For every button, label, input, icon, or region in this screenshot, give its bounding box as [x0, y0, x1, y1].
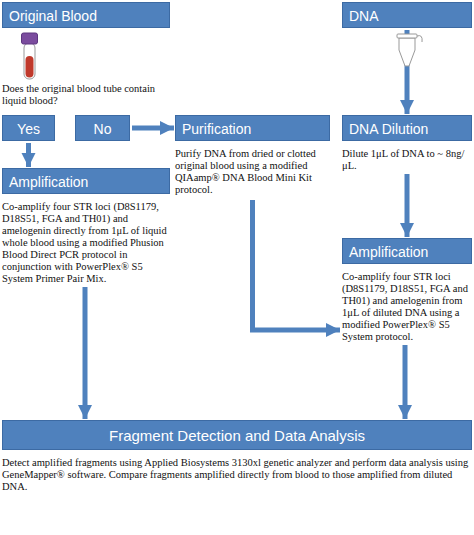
- box-heading: Original Blood: [2, 2, 170, 28]
- decision-box: No: [75, 115, 130, 141]
- flow-arrow: [405, 174, 410, 237]
- decision-box: Yes: [2, 115, 55, 141]
- box-heading: No: [75, 115, 130, 141]
- box-heading: Amplification: [2, 168, 170, 194]
- flow-arrow: [83, 287, 88, 419]
- flow-arrow: [405, 30, 410, 114]
- blood-tube: [22, 33, 38, 79]
- process-box: DNA DilutionDilute 1μL of DNA to ~ 8ng/μ…: [342, 115, 472, 172]
- box-heading: Fragment Detection and Data Analysis: [2, 420, 472, 450]
- dna-tube: [397, 34, 422, 66]
- box-description: Dilute 1μL of DNA to ~ 8ng/μL.: [342, 148, 472, 172]
- box-description: Co-amplify four STR loci (D8S1179, D18S5…: [342, 271, 472, 343]
- box-heading: DNA: [342, 2, 472, 28]
- flow-arrow: [132, 126, 174, 131]
- source-header: DNA: [342, 2, 472, 28]
- flow-arrow: [26, 143, 31, 167]
- question-text: Does the original blood tube contain liq…: [2, 83, 170, 107]
- box-description: Detect amplified fragments using Applied…: [2, 457, 472, 493]
- box-heading: Purification: [175, 115, 330, 141]
- flow-arrow: [253, 200, 341, 330]
- source-header: Original Blood: [2, 2, 170, 28]
- box-heading: Yes: [2, 115, 55, 141]
- process-box: AmplificationCo-amplify four STR loci (D…: [2, 168, 170, 285]
- process-box: Fragment Detection and Data AnalysisDete…: [2, 420, 472, 493]
- process-box: PurificationPurify DNA from dried or clo…: [175, 115, 330, 196]
- box-description: Purify DNA from dried or clotted origina…: [175, 148, 330, 196]
- flow-arrow: [403, 345, 408, 419]
- process-box: AmplificationCo-amplify four STR loci (D…: [342, 238, 472, 343]
- box-description: Co-amplify four STR loci (D8S1179, D18S5…: [2, 201, 170, 285]
- box-heading: DNA Dilution: [342, 115, 472, 141]
- box-heading: Amplification: [342, 238, 472, 264]
